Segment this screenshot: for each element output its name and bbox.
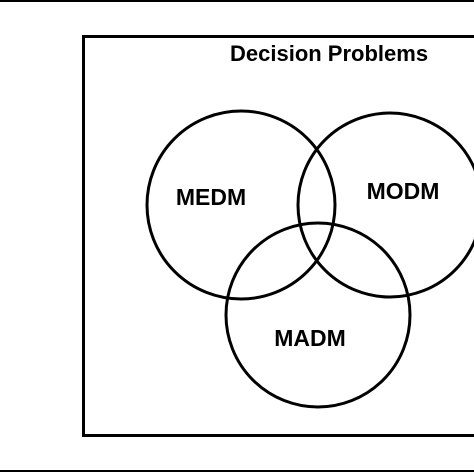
- decision-problems-frame: [82, 35, 474, 437]
- modm-label: MODM: [367, 178, 440, 204]
- madm-label: MADM: [274, 325, 346, 351]
- medm-circle: [145, 109, 337, 301]
- bottom-divider: [0, 470, 474, 472]
- madm-circle: [224, 221, 412, 409]
- modm-circle: [296, 111, 474, 299]
- diagram-title: Decision Problems: [230, 41, 429, 66]
- top-divider: [0, 0, 474, 2]
- medm-label: MEDM: [176, 184, 246, 210]
